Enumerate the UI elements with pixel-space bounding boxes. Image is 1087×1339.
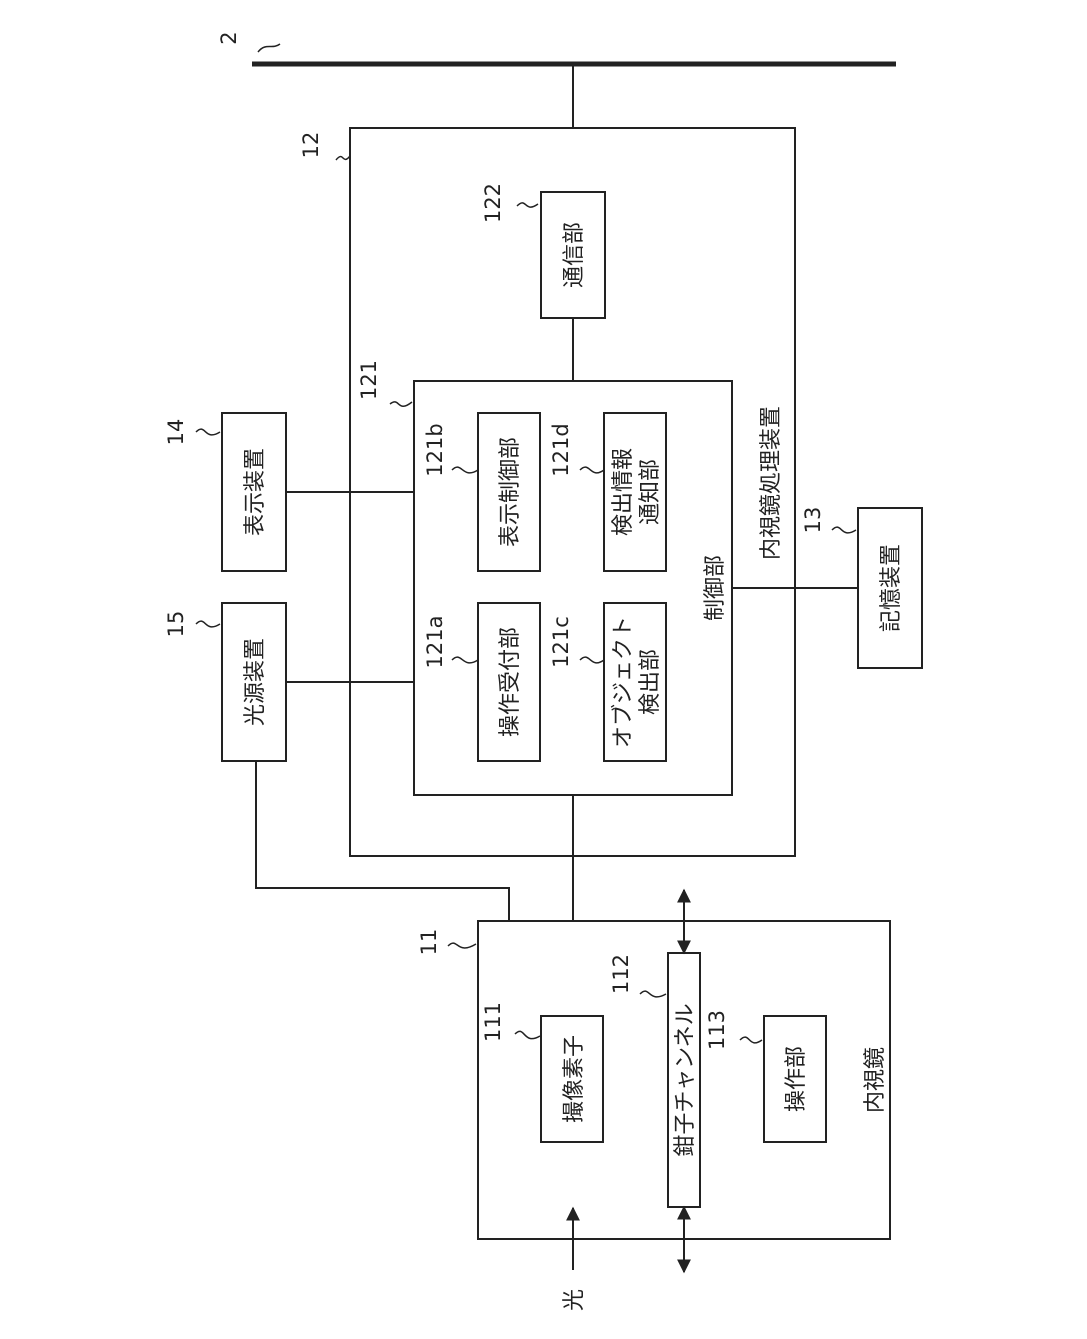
storage-label: 記憶装置 bbox=[879, 544, 904, 632]
display-control-label: 表示制御部 bbox=[498, 437, 523, 547]
processor-label: 内視鏡処理装置 bbox=[759, 406, 784, 560]
forceps-label: 鉗子チャンネル bbox=[673, 1003, 698, 1156]
storage-ref: 13 bbox=[801, 507, 825, 534]
endoscope-ref: 11 bbox=[417, 929, 441, 956]
endoscope-label: 内視鏡 bbox=[863, 1047, 888, 1113]
operation-accept-ref: 121a bbox=[423, 616, 447, 669]
forceps-ref: 112 bbox=[609, 954, 633, 994]
comm-label: 通信部 bbox=[562, 222, 587, 288]
network-ref: 2 bbox=[217, 31, 241, 44]
light-label: 光 bbox=[562, 1289, 587, 1311]
imaging-ref: 111 bbox=[481, 1002, 505, 1042]
light-source-label: 光源装置 bbox=[243, 638, 268, 726]
detection-notify-ref: 121d bbox=[549, 423, 573, 476]
control-label: 制御部 bbox=[703, 555, 728, 621]
object-detect-ref: 121c bbox=[549, 616, 573, 668]
light-source-ref: 15 bbox=[164, 611, 188, 638]
imaging-label: 撮像素子 bbox=[562, 1035, 587, 1123]
detection-notify-label-2: 通知部 bbox=[638, 459, 663, 525]
operation-label: 操作部 bbox=[784, 1046, 809, 1112]
operation-accept-label: 操作受付部 bbox=[498, 627, 523, 737]
operation-ref: 113 bbox=[705, 1010, 729, 1050]
display-label: 表示装置 bbox=[243, 448, 268, 536]
object-detect-label-2: 検出部 bbox=[638, 649, 663, 715]
control-ref: 121 bbox=[357, 360, 381, 400]
display-ref: 14 bbox=[164, 419, 188, 446]
display-control-ref: 121b bbox=[423, 423, 447, 476]
object-detect-label-1: オブジェクト bbox=[611, 616, 636, 748]
detection-notify-label-1: 検出情報 bbox=[611, 448, 636, 536]
comm-ref: 122 bbox=[481, 183, 505, 223]
processor-ref: 12 bbox=[299, 132, 323, 159]
control-unit: 121 制御部 bbox=[357, 360, 732, 795]
